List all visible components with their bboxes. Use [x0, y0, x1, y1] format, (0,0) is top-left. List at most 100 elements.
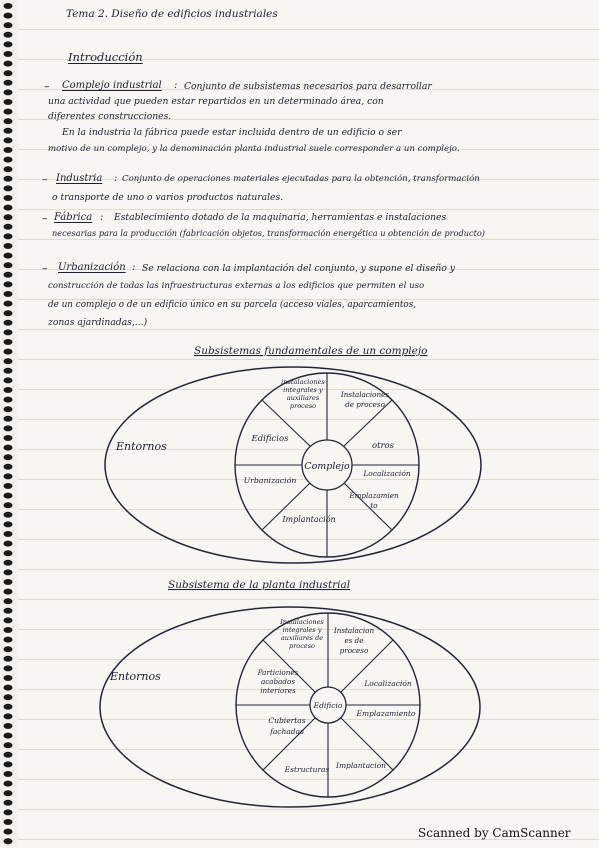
spiral-ring [3, 79, 13, 86]
spiral-ring [3, 3, 13, 9]
diagram1-seg-emplazamiento-box: Emplazamiento [349, 491, 399, 510]
diagram1-seg-localizacion: Localización [362, 469, 411, 478]
spiral-ring [3, 540, 13, 547]
spiral-ring [3, 166, 13, 173]
spiral-ring [3, 70, 13, 77]
diagram2-seg-emplazamiento: Emplazamiento [356, 709, 416, 718]
spiral-ring [3, 454, 13, 461]
diagram1-seg-emplazamiento: Emplazamiento [349, 491, 399, 510]
diagram2-outer-ellipse [99, 606, 481, 808]
spiral-ring [3, 799, 13, 806]
diagram1-seg-edificios: Edificios [251, 434, 290, 444]
bullet-dash: – [42, 262, 48, 275]
spiral-ring [3, 531, 13, 537]
bullet-dash: – [42, 173, 48, 186]
diagram2-seg-particiones: Particiones acabados interiores [257, 668, 299, 695]
spiral-ring [3, 271, 13, 278]
spiral-ring [3, 607, 13, 614]
spiral-ring [3, 358, 13, 365]
scanner-watermark: Scanned by CamScanner [418, 826, 571, 840]
intro-heading: Introducción [68, 50, 143, 64]
spiral-ring [3, 41, 13, 48]
spiral-ring [3, 483, 13, 489]
diagram2-seg-proceso: Instalaciones de proceso [333, 626, 375, 655]
spiral-ring [3, 22, 13, 29]
spiral-ring [3, 713, 13, 720]
diagram2-seg-localizacion: Localización [363, 679, 412, 688]
urbanizacion-line-2: construcción de todas las infraestructur… [48, 281, 425, 291]
spiral-ring [3, 223, 13, 230]
spiral-ring [3, 502, 13, 509]
bullet-dash: – [42, 212, 48, 225]
spiral-ring [3, 214, 13, 221]
spiral-ring [3, 569, 13, 576]
spiral-ring [3, 367, 13, 374]
diagram2-title: Subsistema de la planta industrial [168, 579, 350, 591]
notebook-page: Tema 2. Diseño de edificios industriales… [18, 0, 599, 848]
diagram1-seg-proceso: Instalaciones de proceso [340, 390, 390, 409]
spiral-ring [3, 156, 13, 163]
diagram2-seg-instalaciones-box: Instalaciones integrales y auxiliares de… [280, 618, 324, 650]
spiral-ring [3, 281, 13, 288]
term-fabrica: Fábrica [54, 212, 93, 223]
spiral-ring [3, 463, 13, 470]
spiral-ring [3, 828, 13, 835]
spiral-ring [3, 742, 13, 749]
spiral-ring [3, 761, 13, 768]
diagram2-seg-estructuras: Estructuras [284, 765, 330, 774]
spiral-ring [3, 185, 13, 192]
diagram2-outer-label: Entornos [109, 670, 161, 683]
diagram2-seg-implantacion: Implantación [335, 761, 386, 770]
complejo-line-5: motivo de un complejo, y la denominación… [48, 144, 460, 154]
spiral-ring [3, 655, 13, 662]
spiral-ring [3, 819, 13, 825]
spiral-ring [3, 12, 13, 19]
spiral-ring [3, 415, 13, 422]
spiral-ring [3, 790, 13, 797]
industria-line-1: Conjunto de operaciones materiales ejecu… [122, 174, 480, 184]
spiral-ring [3, 665, 13, 672]
spiral-ring [3, 646, 13, 653]
colon: : [174, 80, 178, 91]
spiral-ring [3, 291, 13, 297]
spiral-ring [3, 675, 13, 681]
spiral-ring [3, 31, 13, 38]
diagram1-center-label: Complejo [304, 461, 350, 472]
spiral-ring [3, 51, 13, 57]
spiral-ring [3, 684, 13, 691]
spiral-ring [3, 118, 13, 125]
spiral-ring [3, 233, 13, 240]
spiral-ring [3, 771, 13, 777]
diagram-complejo: Subsistemas fundamentales de un complejo… [104, 345, 482, 564]
spiral-ring [3, 396, 13, 403]
spiral-ring [3, 108, 13, 115]
term-urbanizacion: Urbanización [58, 262, 126, 273]
spiral-ring [3, 521, 13, 528]
spiral-ring [3, 723, 13, 729]
urbanizacion-line-4: zonas ajardinadas,...) [48, 317, 148, 328]
spiral-ring [3, 406, 13, 413]
spiral-ring [3, 137, 13, 144]
colon: : [132, 262, 136, 273]
complejo-line-2: una actividad que pueden estar repartido… [48, 96, 384, 107]
spiral-ring [3, 195, 13, 201]
diagram2-seg-cubiertas-box: Cubiertas fachadas [268, 716, 305, 736]
spiral-ring [3, 425, 13, 432]
spiral-ring [3, 559, 13, 566]
spiral-ring [3, 204, 13, 211]
urbanizacion-line-1: Se relaciona con la implantación del con… [142, 263, 455, 274]
spiral-ring [3, 387, 13, 393]
spiral-ring [3, 147, 13, 153]
spiral-ring [3, 252, 13, 259]
page-title: Tema 2. Diseño de edificios industriales [66, 8, 278, 20]
diagram1-spokes [235, 373, 419, 557]
spiral-ring [3, 60, 13, 67]
fabrica-line-1: Establecimiento dotado de la maquinaria,… [114, 212, 447, 223]
diagram1-seg-instalaciones-box: instalaciones integrales y auxiliares pr… [281, 378, 325, 410]
spiral-ring [3, 550, 13, 557]
diagram1-outer-ellipse [104, 366, 482, 564]
diagram1-outer-label: Entornos [115, 440, 167, 453]
diagram1-seg-otros: otros [372, 441, 395, 451]
term-complejo: Complejo industrial [62, 80, 162, 91]
diagram2-seg-proceso-box: Instalaciones de proceso [333, 626, 375, 655]
